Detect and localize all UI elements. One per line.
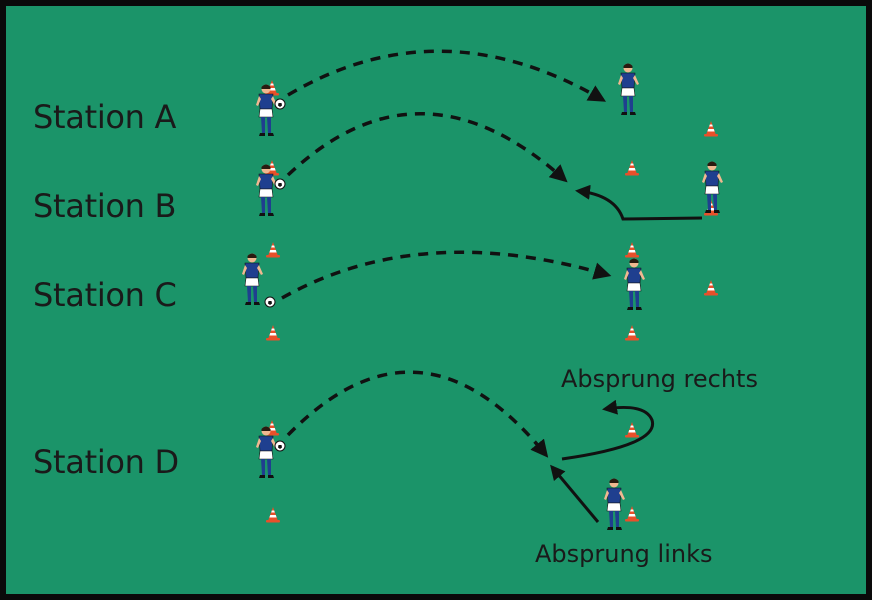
station-b-label: Station B bbox=[33, 187, 177, 225]
ball-icon bbox=[274, 178, 286, 190]
cone-icon bbox=[625, 160, 639, 176]
cone-icon bbox=[625, 422, 639, 438]
station-d-label: Station D bbox=[33, 443, 179, 481]
player-figure bbox=[241, 253, 264, 306]
run-arrow-rechts bbox=[561, 399, 655, 461]
pass-arrow-a bbox=[287, 49, 607, 102]
pass-arrow-c bbox=[281, 250, 612, 300]
run-arrow-links bbox=[550, 464, 600, 523]
station-c-label: Station C bbox=[33, 276, 177, 314]
ball-icon bbox=[264, 296, 276, 308]
player-figure bbox=[623, 258, 646, 311]
cone-icon bbox=[704, 280, 718, 296]
player-figure bbox=[603, 478, 626, 531]
drill-field bbox=[6, 6, 866, 594]
ball-icon bbox=[274, 440, 286, 452]
pass-arrow-d bbox=[286, 370, 549, 458]
absprung-rechts-label: Absprung rechts bbox=[561, 365, 758, 393]
cone-icon bbox=[266, 242, 280, 258]
cone-icon bbox=[625, 242, 639, 258]
player-figure bbox=[617, 63, 640, 116]
cone-icon bbox=[625, 506, 639, 522]
pass-arrow-b bbox=[286, 112, 568, 183]
absprung-links-label: Absprung links bbox=[535, 540, 713, 568]
cone-icon bbox=[266, 325, 280, 341]
cone-icon bbox=[266, 507, 280, 523]
cone-icon bbox=[704, 121, 718, 137]
cone-icon bbox=[625, 325, 639, 341]
station-a-label: Station A bbox=[33, 98, 177, 136]
ball-icon bbox=[274, 98, 286, 110]
run-arrow-b bbox=[575, 184, 703, 221]
